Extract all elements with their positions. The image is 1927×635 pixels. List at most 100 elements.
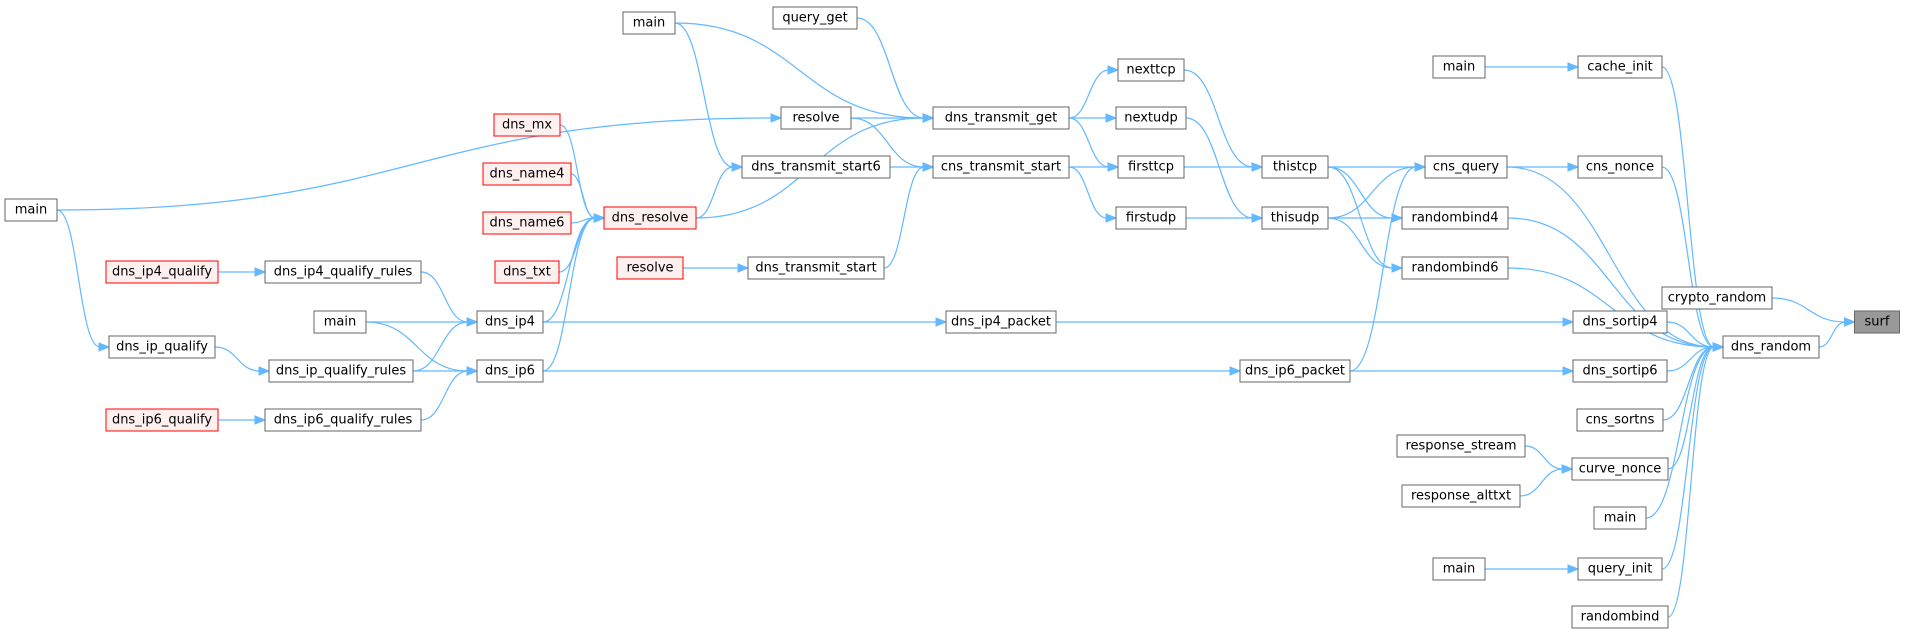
node-cache-init[interactable]: cache_init (1577, 55, 1663, 79)
node-box (1572, 359, 1668, 383)
edge-dns-ip4-packet-to-dns-sortip4 (1056, 317, 1575, 327)
node-box (1261, 206, 1329, 230)
node-box (264, 260, 422, 284)
node-surf: surf (1854, 310, 1900, 334)
node-dns-ip-qualify[interactable]: dns_ip_qualify (108, 335, 216, 359)
node-dns-sortip6[interactable]: dns_sortip6 (1572, 359, 1668, 383)
node-cns-sortns[interactable]: cns_sortns (1576, 408, 1664, 432)
node-dns-random[interactable]: dns_random (1722, 335, 1820, 359)
edge-dns-ip6-packet-to-dns-sortip6 (1350, 366, 1575, 376)
node-dns-ip4[interactable]: dns_ip4 (476, 310, 544, 334)
node-main-left[interactable]: main (4, 198, 58, 222)
edge-firsttcp-to-thistcp (1184, 162, 1264, 172)
node-dns-ip6-packet[interactable]: dns_ip6_packet (1239, 359, 1351, 383)
node-main-top[interactable]: main (622, 11, 676, 35)
node-box (932, 106, 1070, 130)
node-label: dns_sortip4 (1582, 315, 1657, 330)
edge-dns-ip6-qualify-rules-to-dns-ip6 (420, 366, 479, 421)
arrowhead-icon (1567, 162, 1580, 172)
edge-line (542, 217, 596, 323)
node-box (741, 155, 891, 179)
node-label: dns_transmit_get (945, 111, 1057, 126)
node-label: dns_ip_qualify (116, 340, 208, 355)
node-dns-ip6-qualify-rules[interactable]: dns_ip6_qualify_rules (264, 408, 422, 432)
node-label: dns_ip_qualify_rules (276, 364, 407, 379)
node-resolve-top[interactable]: resolve (780, 106, 852, 130)
edge-line (365, 321, 469, 372)
node-dns-ip4-qualify[interactable]: dns_ip4_qualify (105, 260, 219, 284)
node-query-get[interactable]: query_get (772, 6, 858, 30)
node-box (105, 408, 219, 432)
node-thistcp[interactable]: thistcp (1261, 155, 1329, 179)
node-cns-transmit-start[interactable]: cns_transmit_start (932, 155, 1070, 179)
node-randombind4[interactable]: randombind4 (1401, 206, 1509, 230)
edge-dns-ip6-qualify-to-dns-ip6-qualify-rules (217, 415, 267, 425)
edge-dns-transmit-get-to-firsttcp (1068, 117, 1120, 172)
node-response-alttxt[interactable]: response_alttxt (1401, 484, 1521, 508)
node-box (1396, 434, 1526, 458)
edge-line (1661, 66, 1715, 348)
edge-line (214, 346, 261, 372)
node-query-init[interactable]: query_init (1577, 557, 1663, 581)
node-nextudp[interactable]: nextudp (1115, 106, 1187, 130)
node-box (1571, 605, 1669, 629)
node-label: dns_name6 (490, 216, 565, 231)
node-dns-ip4-packet[interactable]: dns_ip4_packet (945, 310, 1057, 334)
node-dns-resolve[interactable]: dns_resolve (603, 206, 697, 230)
node-label: randombind6 (1411, 261, 1498, 276)
node-firstudp[interactable]: firstudp (1115, 206, 1187, 230)
edge-main-left-to-resolve-top (56, 113, 783, 211)
node-label: dns_ip4_qualify (112, 265, 212, 280)
node-resolve-red[interactable]: resolve (616, 256, 684, 280)
node-nexttcp[interactable]: nexttcp (1117, 58, 1185, 82)
node-response-stream[interactable]: response_stream (1396, 434, 1526, 458)
node-cns-query[interactable]: cns_query (1424, 155, 1508, 179)
node-label: thisudp (1271, 211, 1319, 226)
node-crypto-random[interactable]: crypto_random (1661, 286, 1773, 310)
node-box (1722, 335, 1820, 359)
edge-dns-name4-to-dns-resolve (570, 173, 606, 223)
node-main-cache[interactable]: main (1432, 55, 1486, 79)
edge-cns-transmit-start-to-firstudp (1068, 166, 1118, 223)
edge-line (695, 166, 734, 219)
edge-line (1068, 166, 1108, 219)
node-dns-ip4-qualify-rules[interactable]: dns_ip4_qualify_rules (264, 260, 422, 284)
node-dns-sortip4[interactable]: dns_sortip4 (1572, 310, 1668, 334)
edge-line (1524, 445, 1564, 470)
node-label: cns_transmit_start (941, 160, 1061, 175)
node-dns-name4[interactable]: dns_name4 (482, 162, 572, 186)
node-randombind[interactable]: randombind (1571, 605, 1669, 629)
node-main-curve[interactable]: main (1593, 506, 1647, 530)
node-main-query[interactable]: main (1432, 557, 1486, 581)
node-curve-nonce[interactable]: curve_nonce (1571, 457, 1669, 481)
arrowhead-icon (98, 342, 111, 352)
edge-nexttcp-to-thistcp (1183, 69, 1264, 172)
node-randombind6[interactable]: randombind6 (1401, 256, 1509, 280)
node-dns-txt[interactable]: dns_txt (494, 260, 560, 284)
node-label: query_init (1588, 562, 1653, 577)
node-firsttcp[interactable]: firsttcp (1117, 155, 1185, 179)
node-label: curve_nonce (1579, 462, 1662, 477)
node-box (1117, 58, 1185, 82)
arrowhead-icon (1391, 263, 1404, 273)
node-main-ip[interactable]: main (313, 310, 367, 334)
node-dns-ip6-qualify[interactable]: dns_ip6_qualify (105, 408, 219, 432)
node-dns-mx[interactable]: dns_mx (493, 113, 561, 137)
node-dns-ip6[interactable]: dns_ip6 (476, 359, 544, 383)
node-box (1593, 506, 1647, 530)
node-box (1424, 155, 1508, 179)
node-dns-ip-qualify-rules[interactable]: dns_ip_qualify_rules (268, 359, 414, 383)
node-dns-name6[interactable]: dns_name6 (482, 211, 572, 235)
node-box (1854, 310, 1900, 334)
node-box (1117, 155, 1185, 179)
node-box (1571, 457, 1669, 481)
node-cns-nonce[interactable]: cns_nonce (1577, 155, 1663, 179)
node-dns-transmit-get[interactable]: dns_transmit_get (932, 106, 1070, 130)
node-box (105, 260, 219, 284)
node-label: cns_nonce (1586, 160, 1654, 175)
node-label: dns_resolve (612, 211, 689, 226)
node-dns-transmit-start6[interactable]: dns_transmit_start6 (741, 155, 891, 179)
node-thisudp[interactable]: thisudp (1261, 206, 1329, 230)
edge-dns-transmit-start-to-cns-transmit-start (883, 162, 935, 269)
node-dns-transmit-start[interactable]: dns_transmit_start (747, 256, 885, 280)
